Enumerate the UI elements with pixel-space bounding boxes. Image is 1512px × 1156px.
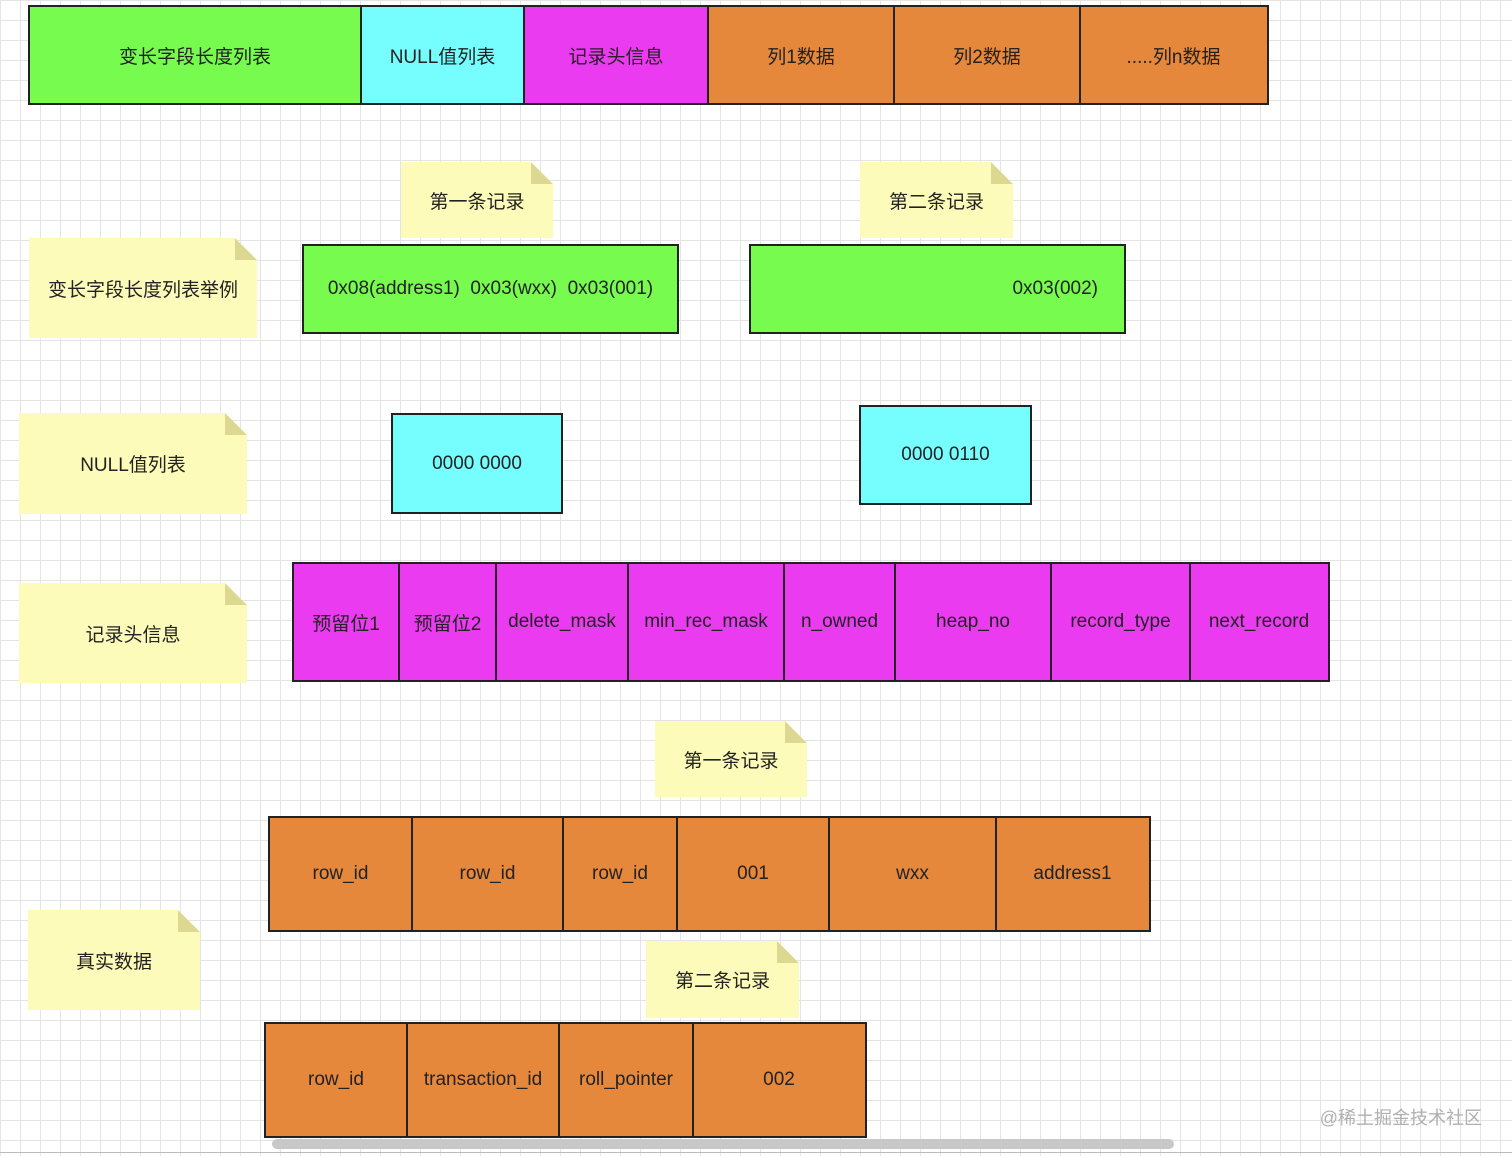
column1-data-cell: 列1数据 [706, 5, 896, 105]
note-varlen-example: 变长字段长度列表举例 [29, 238, 257, 338]
note-real-data: 真实数据 [28, 910, 200, 1010]
horizontal-scrollbar[interactable] [272, 1139, 1174, 1149]
header-field: min_rec_mask [626, 562, 786, 682]
columnn-data-cell: .....列n数据 [1078, 5, 1269, 105]
data-field: row_id [264, 1022, 408, 1138]
data-field: row_id [268, 816, 413, 932]
note-record-header: 记录头信息 [19, 583, 247, 683]
note-text: 变长字段长度列表举例 [47, 279, 238, 301]
record-header-cell: 记录头信息 [523, 5, 709, 105]
note-text: 记录头信息 [85, 624, 181, 646]
note-text: 第二条记录 [674, 971, 770, 992]
null-list-record2: 0000 0110 [859, 405, 1032, 505]
note-second-record: 第二条记录 [860, 162, 1013, 238]
data-field: roll_pointer [558, 1022, 694, 1138]
note-first-record-data: 第一条记录 [655, 721, 807, 797]
real-data-record2: row_id transaction_id roll_pointer 002 [264, 1022, 867, 1138]
note-text: 第二条记录 [888, 191, 984, 213]
varlen-list-cell: 变长字段长度列表 [28, 5, 362, 105]
data-field: 002 [691, 1022, 867, 1138]
note-text: NULL值列表 [80, 455, 186, 476]
header-field: next_record [1188, 562, 1330, 682]
header-field: delete_mask [495, 562, 629, 682]
varlen-record2: 0x03(002) [749, 244, 1126, 334]
note-text: 第一条记录 [429, 191, 525, 213]
real-data-record1: row_id row_id row_id 001 wxx address1 [268, 816, 1151, 932]
note-text: 第一条记录 [683, 750, 779, 772]
data-field: address1 [994, 816, 1151, 932]
data-field: row_id [410, 816, 565, 932]
header-field: n_owned [783, 562, 896, 682]
column2-data-cell: 列2数据 [893, 5, 1081, 105]
header-field: 预留位2 [397, 562, 498, 682]
data-field: transaction_id [405, 1022, 561, 1138]
header-field: 预留位1 [292, 562, 400, 682]
data-field: 001 [675, 816, 831, 932]
varlen-record1: 0x08(address1) 0x03(wxx) 0x03(001) [302, 244, 679, 334]
header-field: record_type [1050, 562, 1191, 682]
note-first-record: 第一条记录 [401, 162, 553, 238]
null-list-record1: 0000 0000 [391, 413, 563, 514]
note-text: 真实数据 [75, 951, 152, 973]
bottom-divider [0, 1152, 1512, 1153]
record-structure-row: 变长字段长度列表 NULL值列表 记录头信息 列1数据 列2数据 .....列n… [28, 5, 1269, 105]
note-null-list: NULL值列表 [19, 413, 247, 514]
record-header-fields: 预留位1 预留位2 delete_mask min_rec_mask n_own… [292, 562, 1330, 682]
data-field: wxx [828, 816, 997, 932]
null-list-cell: NULL值列表 [359, 5, 526, 105]
data-field: row_id [562, 816, 678, 932]
header-field: heap_no [893, 562, 1053, 682]
note-second-record-data: 第二条记录 [646, 941, 799, 1018]
watermark-text: @稀土掘金技术社区 [1319, 1108, 1482, 1128]
